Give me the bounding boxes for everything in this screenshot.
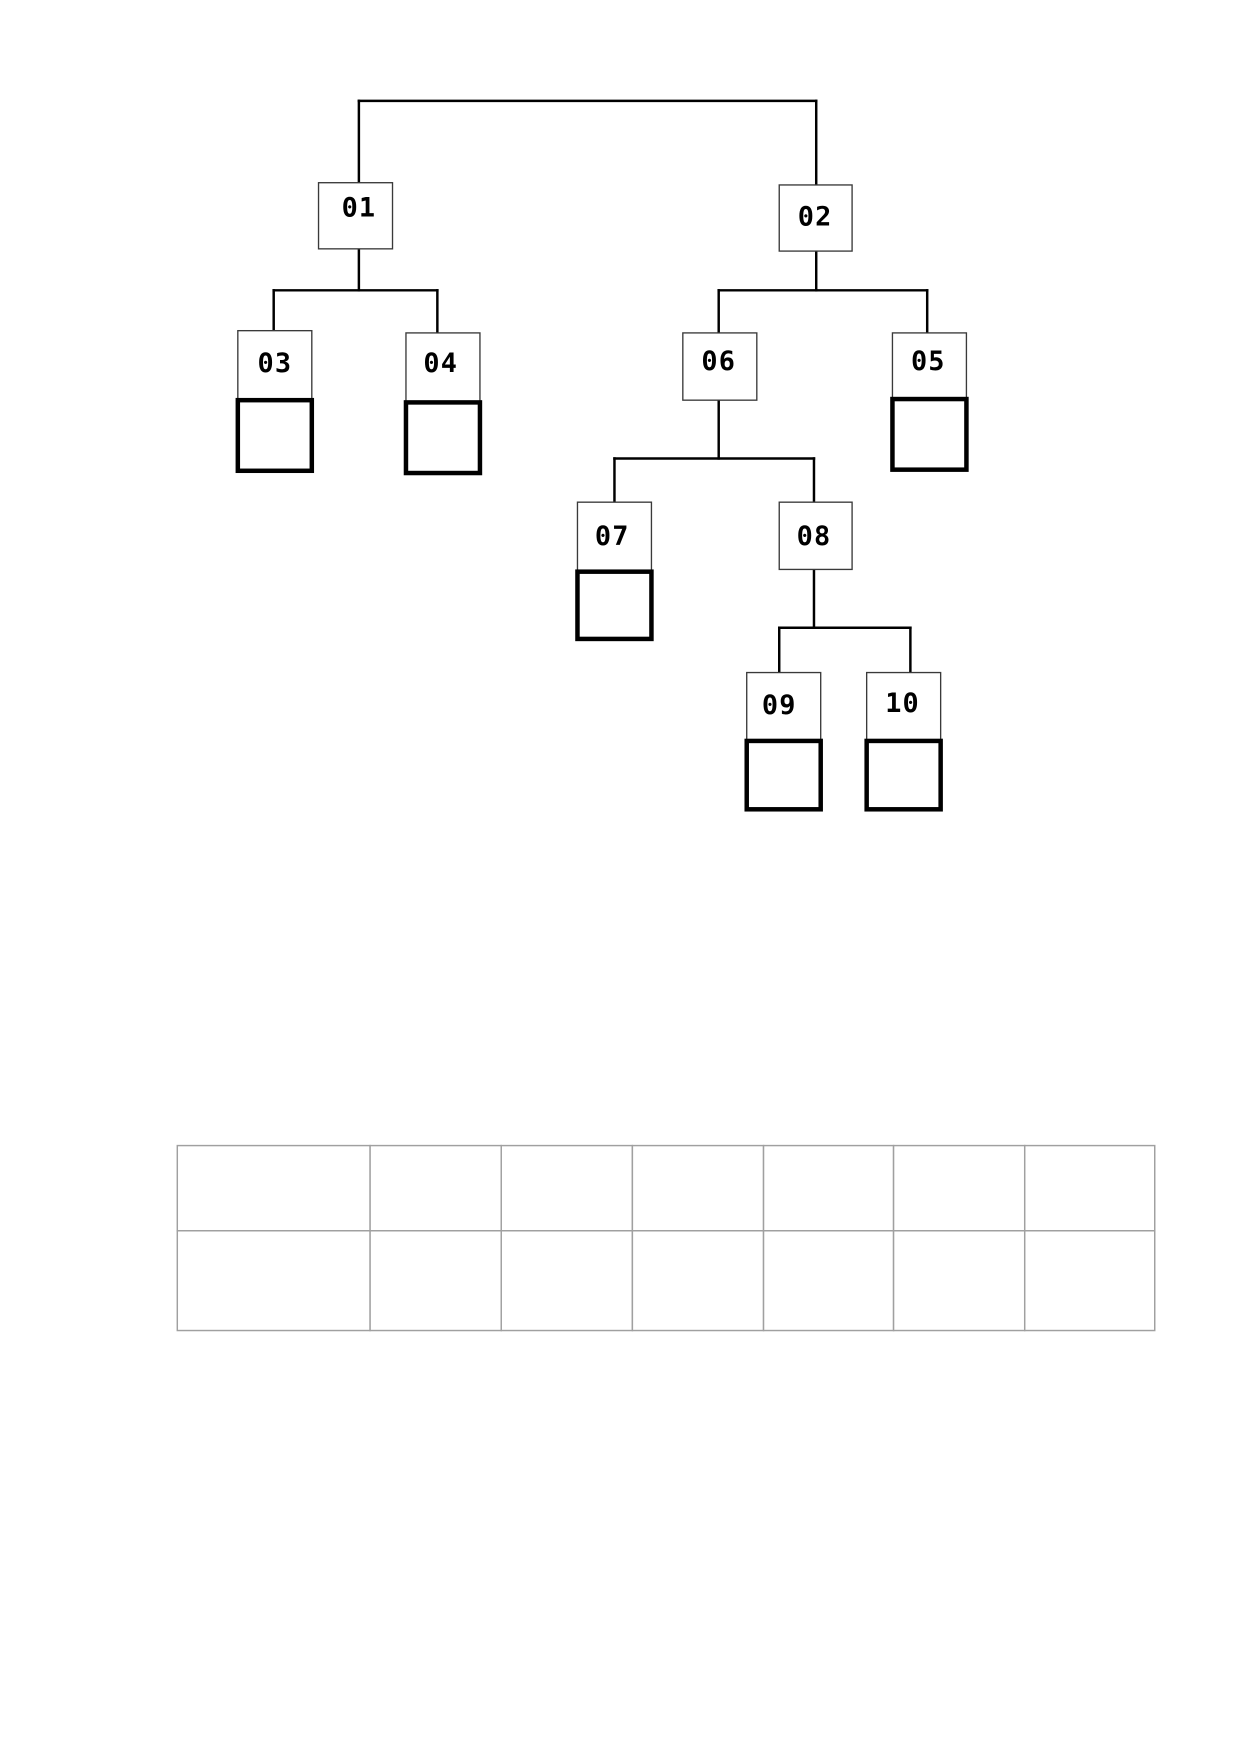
- node-03: 03: [235, 329, 315, 474]
- table-cell: [892, 1230, 1026, 1332]
- node-label-05: 05: [911, 346, 946, 377]
- node-06: 06: [682, 332, 758, 401]
- node-label-09: 09: [762, 690, 797, 721]
- answer-box-07: [575, 569, 654, 642]
- node-label-01: 01: [342, 192, 377, 223]
- table-cell: [631, 1144, 765, 1232]
- answer-box-09: [744, 738, 823, 812]
- table-cell: [176, 1144, 371, 1232]
- node-label-box: [682, 332, 758, 401]
- answer-table: [176, 1144, 1156, 1332]
- node-label-10: 10: [885, 688, 920, 719]
- node-label-08: 08: [797, 521, 832, 552]
- node-label-box: [405, 332, 481, 404]
- node-07: 07: [575, 501, 654, 642]
- node-label-07: 07: [595, 521, 630, 552]
- node-02: 02: [778, 184, 853, 252]
- answer-box-04: [403, 400, 483, 476]
- node-label-box: [576, 501, 653, 573]
- table-cell: [369, 1144, 502, 1232]
- table-cell: [500, 1144, 634, 1232]
- answer-box-03: [235, 397, 315, 474]
- node-label-box: [746, 671, 822, 742]
- node-label-box: [865, 671, 942, 742]
- table-cell: [762, 1230, 895, 1332]
- connector-lines: [272, 99, 929, 674]
- node-label-box: [778, 184, 853, 252]
- node-label-box: [237, 329, 313, 401]
- table-row: [176, 1230, 1156, 1332]
- node-05: 05: [890, 332, 969, 472]
- table-cell: [1023, 1144, 1156, 1232]
- answer-box-10: [864, 738, 943, 812]
- table-cell: [631, 1230, 765, 1332]
- table-cell: [176, 1230, 371, 1332]
- node-label-box: [778, 501, 853, 571]
- table-cell: [1023, 1230, 1156, 1332]
- node-04: 04: [403, 332, 483, 476]
- node-10: 10: [864, 671, 943, 812]
- node-09: 09: [744, 671, 823, 812]
- node-label-04: 04: [423, 348, 458, 379]
- table-cell: [892, 1144, 1026, 1232]
- table-cell: [500, 1230, 634, 1332]
- table-row: [176, 1144, 1156, 1232]
- answer-box-05: [890, 396, 969, 472]
- node-label-03: 03: [258, 348, 293, 379]
- node-08: 08: [778, 501, 853, 571]
- table-cell: [369, 1230, 502, 1332]
- node-01: 01: [317, 182, 394, 250]
- table-cell: [762, 1144, 895, 1232]
- node-label-box: [317, 182, 394, 250]
- node-label-06: 06: [701, 346, 736, 377]
- node-label-02: 02: [798, 201, 833, 232]
